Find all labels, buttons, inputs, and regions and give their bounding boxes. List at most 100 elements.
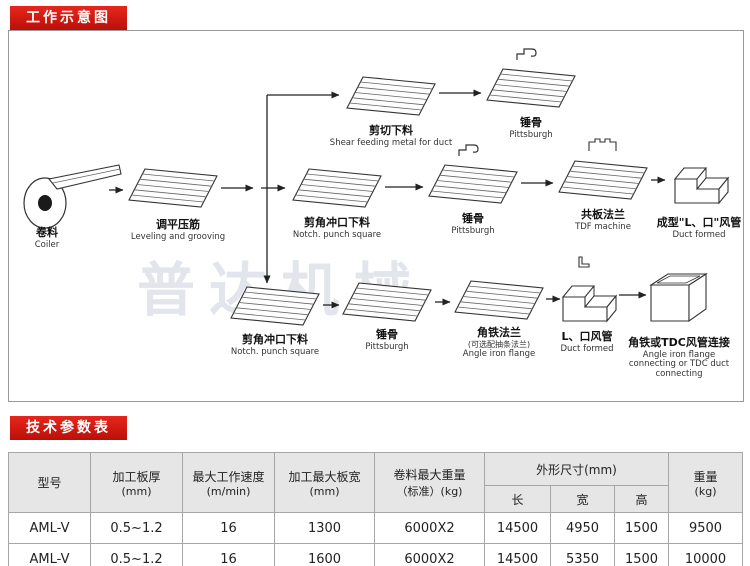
formed-duct-mid bbox=[674, 167, 729, 204]
cell-length: 14500 bbox=[484, 543, 551, 566]
connect-cn: 角铁或TDC风管连接 bbox=[628, 336, 730, 349]
header-coil-weight-text: 卷料最大重量 bbox=[393, 468, 466, 482]
header-thickness: 加工板厚 (mm) bbox=[90, 452, 183, 513]
step-label-tdf: 共板法兰 TDF machine bbox=[553, 208, 653, 232]
header-weight-text: 重量 bbox=[693, 469, 718, 484]
notch-bot-cn: 剪角冲口下料 bbox=[242, 333, 308, 346]
cell-max-width: 1600 bbox=[274, 543, 375, 566]
header-dimensions-text: 外形尺寸(mm) bbox=[536, 462, 617, 477]
header-max-width: 加工最大板宽 (mm) bbox=[274, 452, 375, 513]
notch-bot-en: Notch. punch square bbox=[230, 346, 320, 357]
pittsburgh-bot-cn: 锤骨 bbox=[376, 328, 398, 341]
header-speed-text: 最大工作速度 bbox=[192, 469, 265, 484]
step-label-pittsburgh-bot: 锤骨 Pittsburgh bbox=[337, 328, 437, 352]
cell-weight: 9500 bbox=[668, 512, 744, 544]
cell-thickness: 0.5~1.2 bbox=[90, 512, 183, 544]
diagram-title-text: 工作示意图 bbox=[26, 10, 111, 26]
cell-max-width: 1300 bbox=[274, 512, 375, 544]
step-label-pittsburgh-mid: 锤骨 Pittsburgh bbox=[423, 212, 523, 236]
formed-duct-bot bbox=[562, 285, 617, 322]
shear-sheet bbox=[346, 76, 436, 116]
connect-en: Angle iron flange connecting or TDC duct… bbox=[628, 349, 730, 380]
header-thickness-unit: (mm) bbox=[121, 484, 152, 498]
notch-mid-sheet bbox=[292, 168, 382, 208]
duct-formed-mid-en: Duct formed bbox=[672, 229, 726, 240]
step-label-angle-flange: 角铁法兰 (可选配抽条法兰) Angle iron flange bbox=[441, 326, 557, 360]
leveling-cn: 调平压筋 bbox=[156, 218, 200, 231]
pittsburgh-mid-en: Pittsburgh bbox=[451, 225, 495, 236]
header-height: 高 bbox=[613, 485, 670, 513]
tdf-sheet bbox=[558, 160, 648, 200]
header-speed-unit: (m/min) bbox=[206, 484, 251, 498]
pittsburgh-bot-sheet bbox=[342, 282, 432, 322]
section-title-specs: 技术参数表 bbox=[10, 416, 127, 440]
cell-weight: 10000 bbox=[668, 543, 744, 566]
cell-height: 1500 bbox=[613, 512, 670, 544]
duct-formed-mid-cn: 成型"L、口"风管 bbox=[656, 216, 742, 229]
step-label-notch-mid: 剪角冲口下料 Notch. punch square bbox=[277, 216, 397, 240]
section-title-diagram: 工作示意图 bbox=[10, 6, 127, 30]
cell-speed: 16 bbox=[182, 543, 275, 566]
coiler-en: Coiler bbox=[34, 239, 60, 250]
notch-mid-cn: 剪角冲口下料 bbox=[304, 216, 370, 229]
spec-table: 型号 加工板厚 (mm) 最大工作速度 (m/min) 加工最大板宽 (mm) … bbox=[8, 452, 744, 566]
notch-bot-sheet bbox=[230, 286, 320, 326]
cell-model: AML-V bbox=[8, 543, 91, 566]
tdf-en: TDF machine bbox=[575, 221, 631, 232]
pittsburgh-top-cn: 锤骨 bbox=[520, 116, 542, 129]
step-label-duct-formed-bot: L、口风管 Duct formed bbox=[545, 330, 629, 354]
tdf-profile-icon bbox=[588, 138, 617, 152]
header-coil-weight: 卷料最大重量 （标准）(kg) bbox=[374, 452, 485, 513]
header-width: 宽 bbox=[550, 485, 615, 513]
specs-title-text: 技术参数表 bbox=[26, 420, 111, 436]
step-label-connect: 角铁或TDC风管连接 Angle iron flange connecting … bbox=[623, 336, 735, 380]
table-row: AML-V 0.5~1.2 16 1300 6000X2 14500 4950 … bbox=[8, 512, 744, 544]
angle-flange-cn: 角铁法兰 bbox=[477, 326, 521, 339]
cell-height: 1500 bbox=[613, 543, 670, 566]
cell-width: 5350 bbox=[550, 543, 615, 566]
step-label-duct-formed-mid: 成型"L、口"风管 Duct formed bbox=[647, 216, 750, 240]
angle-flange-en: Angle iron flange bbox=[462, 348, 536, 359]
tdf-cn: 共板法兰 bbox=[581, 208, 625, 221]
header-dimensions: 外形尺寸(mm) bbox=[483, 452, 670, 486]
header-coil-weight-unit: （标准）(kg) bbox=[396, 485, 463, 498]
cell-coil-weight: 6000X2 bbox=[374, 512, 485, 544]
cell-thickness: 0.5~1.2 bbox=[90, 543, 183, 566]
header-model: 型号 bbox=[8, 452, 91, 513]
shear-cn: 剪切下料 bbox=[369, 124, 413, 137]
coiler-shape bbox=[23, 164, 122, 229]
step-label-leveling: 调平压筋 Leveling and grooving bbox=[113, 218, 243, 242]
pittsburgh-bot-en: Pittsburgh bbox=[365, 341, 409, 352]
duct-formed-bot-en: Duct formed bbox=[560, 343, 614, 354]
header-weight-unit: (kg) bbox=[694, 484, 717, 498]
duct-formed-bot-cn: L、口风管 bbox=[561, 330, 613, 343]
coiler-cn: 卷料 bbox=[36, 226, 58, 239]
pittsburgh-mid-sheet bbox=[428, 164, 518, 204]
l-profile-icon bbox=[578, 256, 590, 268]
header-weight: 重量 (kg) bbox=[668, 452, 744, 513]
cell-length: 14500 bbox=[484, 512, 551, 544]
header-thickness-text: 加工板厚 bbox=[112, 469, 161, 484]
header-model-text: 型号 bbox=[37, 476, 62, 490]
square-duct bbox=[650, 273, 707, 322]
leveling-en: Leveling and grooving bbox=[130, 231, 226, 242]
angle-flange-sheet bbox=[454, 280, 544, 320]
leveling-sheet bbox=[128, 168, 218, 208]
pittsburgh-seam-icon bbox=[458, 144, 479, 157]
cell-model: AML-V bbox=[8, 512, 91, 544]
notch-mid-en: Notch. punch square bbox=[292, 229, 382, 240]
header-length: 长 bbox=[484, 485, 551, 513]
header-speed: 最大工作速度 (m/min) bbox=[182, 452, 275, 513]
step-label-notch-bot: 剪角冲口下料 Notch. punch square bbox=[215, 333, 335, 357]
step-label-coiler: 卷料 Coiler bbox=[9, 226, 85, 250]
work-diagram: 普达机械 bbox=[8, 30, 744, 402]
shear-en: Shear feeding metal for duct bbox=[329, 137, 453, 148]
step-label-shear: 剪切下料 Shear feeding metal for duct bbox=[321, 124, 461, 148]
table-row: AML-V 0.5~1.2 16 1600 6000X2 14500 5350 … bbox=[8, 543, 744, 566]
step-label-pittsburgh-top: 锤骨 Pittsburgh bbox=[481, 116, 581, 140]
angle-flange-note: (可选配抽条法兰) bbox=[467, 339, 531, 349]
header-max-width-unit: (mm) bbox=[309, 484, 340, 498]
cell-width: 4950 bbox=[550, 512, 615, 544]
pittsburgh-top-sheet bbox=[486, 68, 576, 108]
